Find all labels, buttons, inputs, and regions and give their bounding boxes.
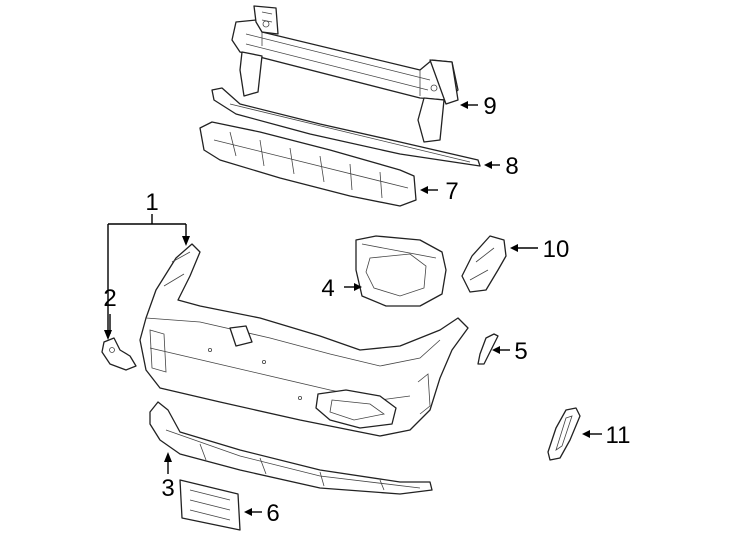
part-9-reinforcement-bar bbox=[231, 5, 459, 143]
part-2-bracket bbox=[101, 337, 137, 371]
part-10-side-bracket bbox=[461, 235, 507, 293]
callout-1: 1 bbox=[145, 189, 158, 216]
leader-lines bbox=[104, 101, 602, 516]
part-7-energy-absorber bbox=[199, 121, 417, 207]
callout-8: 8 bbox=[505, 153, 518, 180]
part-5-trim-strip bbox=[477, 333, 499, 365]
callout-2: 2 bbox=[103, 285, 116, 312]
part-1-bumper-cover bbox=[139, 243, 469, 437]
part-11-trim-ring bbox=[547, 407, 581, 461]
callout-7: 7 bbox=[445, 178, 458, 205]
callout-5: 5 bbox=[514, 338, 527, 365]
callout-3: 3 bbox=[161, 475, 174, 502]
callout-9: 9 bbox=[483, 93, 496, 120]
callout-10: 10 bbox=[543, 236, 570, 263]
part-4-grille-frame bbox=[355, 235, 447, 307]
part-3-lower-spoiler bbox=[149, 401, 433, 495]
callout-4: 4 bbox=[321, 275, 334, 302]
callout-6: 6 bbox=[266, 500, 279, 527]
callout-11: 11 bbox=[606, 422, 631, 449]
part-8-absorber-strip bbox=[211, 87, 481, 167]
part-6-license-bracket bbox=[179, 479, 241, 531]
